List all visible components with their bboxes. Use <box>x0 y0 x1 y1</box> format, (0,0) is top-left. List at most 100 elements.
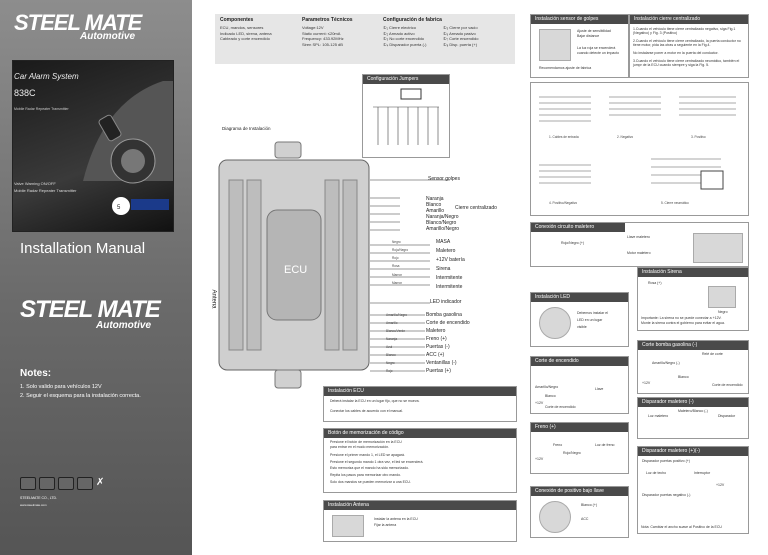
panel-line: Instalar la antena en la ECU <box>374 517 418 521</box>
panel-line: Recomendamos ajuste de fabrica <box>539 66 592 70</box>
wire-label: Amarillo/Negro <box>386 313 408 317</box>
company-web: www.steelmate.com <box>20 503 47 507</box>
panel-line: Relé de corte <box>702 352 723 356</box>
ign-label: Bomba gasolina <box>426 312 462 318</box>
wire-label: Blanco/Negro <box>426 220 457 226</box>
ign-label: Puertas (+) <box>426 368 451 374</box>
antenna-panel: Instalación Antena Instalar la antena en… <box>323 500 517 542</box>
cover-panel: STEEL MATE Automotive 5 Car Alarm System… <box>0 0 192 555</box>
panel-line: 2.Cuando el vehículo tiene cierre centra… <box>633 39 741 47</box>
spec-header <box>215 14 515 64</box>
brand-logo-top: STEEL MATE <box>14 10 142 35</box>
panel-line: Presione el botón de memorización en la … <box>330 440 402 444</box>
config-list-1: ①₁ Cierre electrico ①₂ Armado activo ①₃ … <box>383 25 426 47</box>
svg-text:5: 5 <box>117 205 121 211</box>
wire-label: Rojo <box>392 256 399 260</box>
wire-label: Naranja <box>386 337 398 341</box>
product-feature-2: Mobile Radar Repeater Transmitter <box>14 188 77 193</box>
panel-line: 3.Cuando el vehículo tiene cierre centra… <box>633 59 740 67</box>
panel-line: Repita los pasos para memorizar otro man… <box>330 473 402 477</box>
panel-title: Instalación LED <box>531 293 628 302</box>
panel-line: Blanco <box>678 375 689 379</box>
power-label: MASA <box>436 239 451 245</box>
fcc-cert-icon <box>58 477 74 490</box>
panel-line: Presione el segundo mando 1 otra vez, el… <box>330 460 424 464</box>
panel-title: Corte de encendido <box>531 357 628 366</box>
product-subtitle: Mobile Radar Repeater Transmitter <box>14 107 69 111</box>
panel-line: Ajuste de sensibilidad <box>577 29 611 33</box>
ce-cert-icon <box>20 477 36 490</box>
panel-line: Disparador puertas negativo (-) <box>642 493 691 497</box>
panel-line: cuando detecte un impacto <box>577 51 620 55</box>
shock-sensor-figure <box>539 29 571 61</box>
jumper-diagram <box>373 88 439 145</box>
panel-line: Llave maletero <box>627 235 650 239</box>
params-list: Voltage:12V Static current: ≤20mA Freque… <box>302 25 344 47</box>
shock-panel: Instalación sensor de golpes Ajuste de s… <box>530 14 629 78</box>
params-title: Parametros Técnicos <box>302 17 353 23</box>
wire-label: Rojo/Negro <box>392 248 409 252</box>
figure-caption: 5. Cierre neumático <box>661 201 689 205</box>
trunk-trigger-panel: Disparador maletero (-) Luz maletero Mal… <box>637 397 749 439</box>
notes-title: Notes: <box>20 368 52 379</box>
certification-icons: ✗ <box>20 477 104 490</box>
ign-label: Ventanillas (-) <box>426 360 457 366</box>
sensor-label: Sensor golpes <box>428 176 460 182</box>
component-item: Indicado LED, sirena, antena <box>220 30 272 36</box>
panel-line: Solo dos mandos se pueden memorizar a un… <box>330 480 411 484</box>
panel-line: Rosa (+) <box>648 281 662 285</box>
config-item: ①₅ Cierre por vacio <box>443 25 478 30</box>
product-box-image: 5 <box>12 60 174 232</box>
ecu-install-panel: Instalación ECU Deberá instalar la ECU e… <box>323 386 517 422</box>
param-item: Voltage:12V <box>302 25 324 30</box>
ign-label: Freno (+) <box>426 336 447 342</box>
ignition-panel: Corte de encendido Amarillo/Negro Blanco… <box>530 356 629 414</box>
panel-line: Disparador <box>718 414 736 418</box>
panel-line: LED en un lugar <box>577 318 603 322</box>
power-label: Intermitente <box>436 284 463 290</box>
panel-line: Amarillo/Negro <box>535 385 559 389</box>
panel-line: Debemos instalar el <box>577 311 608 315</box>
ign-label: Maletero <box>426 328 446 334</box>
weee-bin-icon: ✗ <box>96 477 105 488</box>
panel-title: Instalación cierre centralizado <box>630 15 748 24</box>
figure-caption: 2. Negativo <box>617 135 634 139</box>
panel-line: Rojo/Negro (+) <box>561 241 585 245</box>
param-item: Frequency: 433.92MHz <box>302 36 344 41</box>
panel-title: Freno (+) <box>531 423 628 432</box>
rohs-cert-icon <box>77 477 93 490</box>
panel-line: Freno <box>553 443 563 447</box>
power-label: Maletero <box>436 248 456 254</box>
door-trigger-panel: Disparador maletero (+)(-) Disparador pu… <box>637 446 749 534</box>
panel-line: Nota: Cambiar el ancho suave al Positivo… <box>641 525 722 529</box>
panel-title: Conexión circuito maletero <box>531 223 625 232</box>
led-panel: Instalación LED Debemos instalar el LED … <box>530 292 629 347</box>
central-diagram-panel: 1. Cables de entrada 2. Negativo 3. Posi… <box>530 82 749 216</box>
wire-label: Marron <box>392 273 403 277</box>
note-1: 1. Solo valido para vehículos 12V <box>20 384 102 390</box>
wire-label: Naranja <box>426 196 444 202</box>
central-info-panel: Instalación cierre centralizado 1.Cuando… <box>629 14 749 78</box>
config-item: ①₇ Corte encendido <box>443 36 479 41</box>
config-item: ①₈ Disp. puerta (+) <box>443 41 478 47</box>
figure-caption: 4. Positivo/Negativo <box>549 201 578 205</box>
wire-label: Naranja/Negro <box>426 214 459 220</box>
e-mark-icon <box>39 477 55 490</box>
ecu-unit <box>218 141 370 389</box>
central-lock-diagrams <box>539 96 736 190</box>
positive-key-panel: Conexión de positivo bajo llave Blanco (… <box>530 486 629 538</box>
panel-line: visible <box>577 325 587 329</box>
panel-line: Bajar distance <box>577 34 600 38</box>
panel-title: Instalación sensor de golpes <box>531 15 628 24</box>
ignition-key-figure <box>539 501 571 533</box>
panel-line: Blanco (+) <box>581 503 598 507</box>
jumper-title: Configuración Jumpers <box>363 75 449 84</box>
panel-line: Esto memoriza que el mando ha sido memor… <box>330 466 409 470</box>
figure-caption: 3. Positivo <box>691 135 706 139</box>
antenna-figure <box>332 515 364 537</box>
config-item: ①₂ Armado activo <box>383 30 415 36</box>
panel-line: Deberá instalar la ECU en un lugar fijo,… <box>330 399 420 403</box>
components-list: ECU, mandos, sensores Indicado LED, sire… <box>220 25 272 42</box>
fuel-panel: Corte bomba gasolina (-) Amarillo/Negro … <box>637 340 749 394</box>
config-item: ①₁ Cierre electrico <box>383 25 416 30</box>
